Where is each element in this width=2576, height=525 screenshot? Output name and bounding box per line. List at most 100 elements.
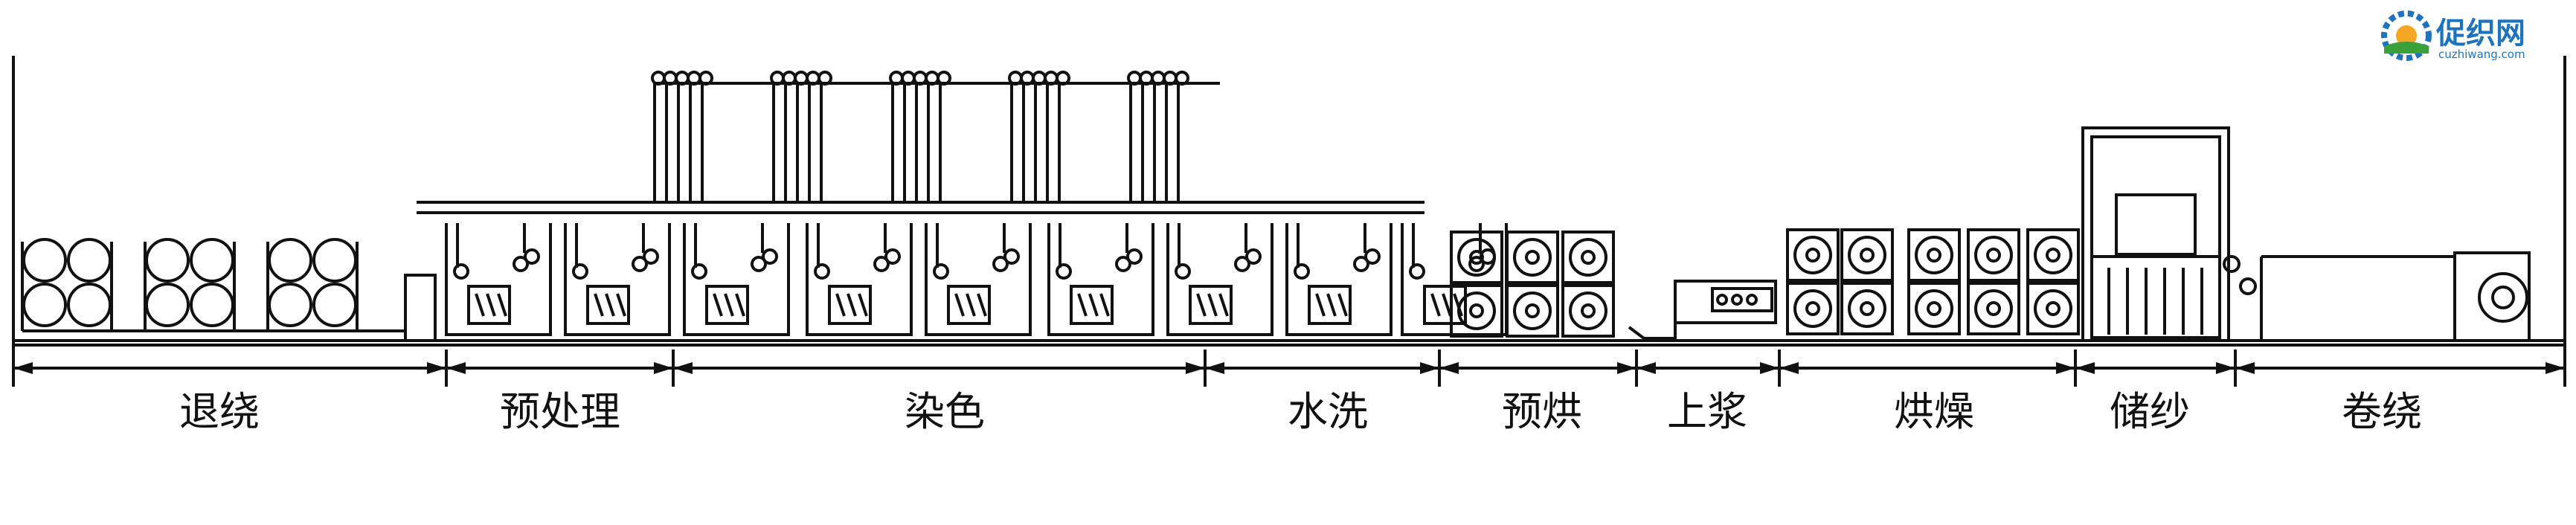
stage-label-unwinding: 退绕 [179,388,260,435]
arrow-left-icon [1779,362,1799,374]
arrow-left-icon [446,362,466,374]
field-icon [2384,42,2429,54]
trough-tank [1423,285,1467,325]
trough-6 [1047,223,1154,336]
roller-icon [1003,248,1020,265]
cylinder-hub [1927,301,1941,316]
sun-icon [2396,25,2417,46]
drying-cylinder-icon [1513,292,1552,330]
beam-icon [145,283,190,327]
trough-7 [1166,223,1273,336]
yarn-storage-frame [2081,126,2230,342]
cylinder-hub [1469,303,1484,318]
cylinder-hub [1986,248,2001,262]
cylinder-hub [1805,248,1820,262]
beam-icon [145,238,190,283]
roller-icon [1056,263,1072,280]
arrow-left-icon [2235,362,2255,374]
roller-icon [1115,256,1131,272]
roller-icon [1175,71,1189,86]
cylinder-frame [1561,284,1615,338]
cylinder-frame [1450,284,1503,338]
roller-icon [751,256,767,272]
roller-icon [1294,263,1310,280]
oxidation-unit-5 [1127,71,1189,202]
beam-icon [67,238,112,283]
arrow-left-icon [1637,362,1656,374]
arrow-right-icon [427,362,446,374]
drying-cylinder-icon [1974,289,2013,328]
beam-icon [268,283,312,327]
cylinder-frame [1967,282,2020,335]
drying-cylinder-icon [1569,238,1607,277]
cuzhiwang-logo: 促织网 cuzhiwang.com [2381,10,2525,61]
trough-4 [806,223,913,336]
roller-icon [524,248,540,265]
drying-cylinder-icon [1793,236,1832,274]
roller-icon [1468,256,1485,272]
roller-icon [818,71,832,86]
cylinder-frame [1840,228,1894,282]
arrow-right-icon [1420,362,1439,374]
arrow-right-icon [2546,362,2565,374]
trough-tank [828,285,872,325]
stage-label-pretreatment: 预处理 [500,388,620,435]
roller-icon [1364,248,1381,265]
cylinder-frame [1561,231,1615,284]
roller-icon [1353,256,1369,272]
creel-3 [266,238,359,331]
beam-icon [190,283,234,327]
arrow-right-icon [1617,362,1637,374]
stage-label-drying: 烘燥 [1894,388,1974,435]
arrow-left-icon [673,362,693,374]
trough-tank [586,285,630,325]
roller-icon [762,248,778,265]
arrow-left-icon [1205,362,1224,374]
logo-name: 促织网 [2435,16,2525,51]
drying-cylinder-icon [1974,236,2013,274]
roller-icon [1245,248,1262,265]
arrow-left-icon [13,362,33,374]
trough-unit [417,201,1508,336]
cylinder-hub [1805,301,1820,316]
beam-icon [22,283,67,327]
roller-icon [814,263,830,280]
cylinder-hub [1525,303,1540,318]
beam-icon [67,283,112,327]
roller-icon [1409,263,1425,280]
roller-icon [1234,256,1250,272]
drying-cylinder-icon [1513,238,1552,277]
beam-icon [22,238,67,283]
roller-icon [632,256,648,272]
cylinder-hub [1581,303,1596,318]
cylinder-hub [1986,301,2001,316]
cylinder-hub [2046,301,2061,316]
cylinder-frame [2026,228,2080,282]
oxidation-frame [651,71,1220,202]
arrow-left-icon [1439,362,1459,374]
beam-icon [312,283,357,327]
cylinder-frame [1786,228,1840,282]
drying-cylinder-icon [1457,292,1496,330]
arrow-right-icon [2056,362,2075,374]
drying-cylinder-icon [2034,236,2072,274]
drying-cylinder-icon [1915,289,1953,328]
roller-icon [453,263,469,280]
drying-cylinder-icon [1915,236,1953,274]
arrow-right-icon [1186,362,1205,374]
cylinder-hub [1860,301,1875,316]
trough-tank [467,285,511,325]
trough-tank [1189,285,1233,325]
trough-tank [947,285,991,325]
arrow-right-icon [654,362,673,374]
beam-icon [268,238,312,283]
cylinder-hub [1860,248,1875,262]
stage-label-dyeing: 染色 [905,388,985,435]
stage-labels: 退绕 预处理 染色 水洗 预烘 上浆 烘燥 储纱 卷绕 [179,388,2422,435]
roller-icon [884,248,901,265]
roller-icon [691,263,707,280]
roller-icon [643,248,659,265]
trough-3 [683,223,790,336]
drying-cylinder-icon [1793,289,1832,328]
